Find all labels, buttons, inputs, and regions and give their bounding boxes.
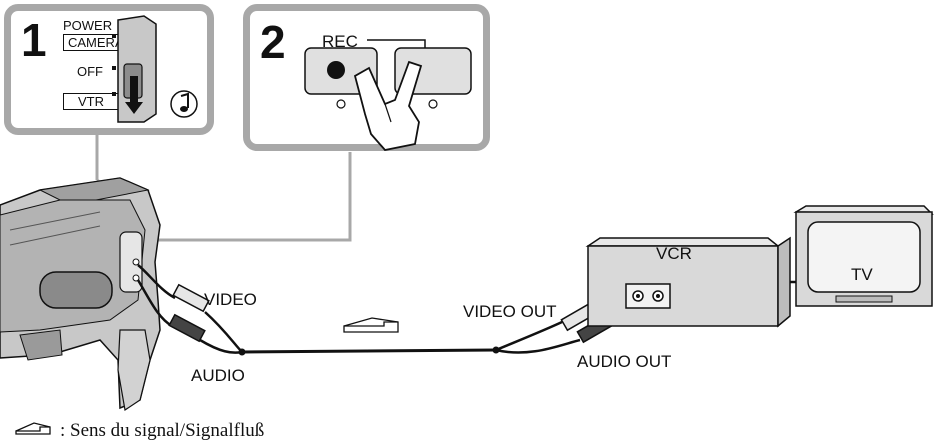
hand-press-icon <box>353 60 423 151</box>
step1-number: 1 <box>21 14 47 66</box>
video-plug-left <box>172 283 210 313</box>
tv <box>793 205 934 307</box>
audio-cable-short <box>136 279 173 328</box>
video-out-label: VIDEO OUT <box>463 302 557 321</box>
step1-panel: 1 POWER CAMERA OFF VTR <box>4 4 214 135</box>
tv-label: TV <box>851 265 873 284</box>
vcr-label: VCR <box>656 244 692 263</box>
step2-panel: 2 REC <box>243 4 490 151</box>
camcorder <box>0 177 161 412</box>
rec-label: REC <box>322 32 358 51</box>
main-cable <box>241 348 497 354</box>
camcorder-grip-window <box>39 271 113 309</box>
tv-screen <box>807 221 921 293</box>
legend-caption: : Sens du signal/Signalfluß <box>60 420 265 441</box>
audio-label: AUDIO <box>191 366 245 385</box>
video-label: VIDEO <box>204 290 257 309</box>
signal-arrow-icon <box>343 317 399 333</box>
vcr <box>585 236 791 328</box>
power-label: POWER <box>63 18 113 33</box>
music-note-icon <box>170 90 198 118</box>
off-label: OFF <box>77 64 103 79</box>
switch-down-arrow-icon <box>125 76 143 114</box>
step2-number: 2 <box>260 16 286 68</box>
legend-arrow-icon <box>15 422 51 435</box>
power-switch[interactable] <box>4 4 214 135</box>
camera-label: CAMERA <box>63 34 129 51</box>
audio-plug-left <box>168 313 206 343</box>
rec-buttons <box>304 39 472 151</box>
record-dot-icon <box>327 61 345 79</box>
audio-out-label: AUDIO OUT <box>577 352 672 371</box>
video-cable-short <box>137 264 176 300</box>
